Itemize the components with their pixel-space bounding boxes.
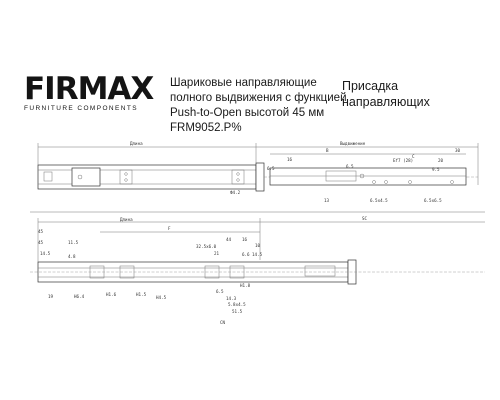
product-line-3: Push-to-Open высотой 45 мм — [170, 107, 325, 119]
dim-45b: 45 — [38, 229, 44, 234]
dim-44: 44 — [226, 237, 232, 242]
top-hole — [372, 180, 376, 184]
dim-s2: 51.5 — [232, 309, 243, 314]
dim-32-5x6: 32.5x6.0 — [196, 244, 217, 249]
dim-sc: SC — [362, 216, 368, 221]
top-bracket — [119, 169, 133, 185]
bottom-length-label: Длина — [120, 217, 133, 222]
top-hole — [77, 174, 83, 180]
top-length-label: Длина — [130, 141, 143, 146]
dim-4-8: 4.8 — [68, 254, 76, 259]
top-extension-label: Выдвижение — [340, 141, 366, 146]
dim-16: 16 — [287, 157, 293, 162]
dim-c: C — [412, 154, 415, 159]
top-hole — [236, 178, 240, 182]
product-description: Шариковые направляющие полного выдвижени… — [170, 76, 347, 136]
firmax-logo: FIRMAX FURNITURE COMPONENTS — [24, 71, 164, 113]
section-title: Присадка направляющих — [342, 78, 430, 110]
dim-6-5x4-5: 6.5x4.5 — [370, 198, 388, 203]
top-push-mechanism — [71, 167, 101, 187]
dim-19: 19 — [48, 294, 54, 299]
logo-tagline: FURNITURE COMPONENTS — [24, 105, 138, 112]
dim-ef: Ef7 (28) — [393, 158, 413, 163]
dim-14-5b: 14.5 — [252, 252, 263, 257]
dim-cn: CN — [220, 320, 226, 325]
dim-h2: H1.5 — [136, 292, 147, 297]
product-code: FRM9052.P% — [170, 122, 242, 134]
dim-f: F — [168, 226, 171, 231]
top-extension-slot — [325, 170, 357, 182]
dim-s1: 5.8x4.5 — [228, 302, 246, 307]
section-title-line-2: направляющих — [342, 95, 430, 109]
dim-16b: 16 — [242, 237, 248, 242]
dim-14-5: 14.5 — [40, 251, 51, 256]
product-line-1: Шариковые направляющие — [170, 77, 317, 89]
top-hole — [408, 180, 412, 184]
dim-h1: H1.6 — [106, 292, 117, 297]
logo-wordmark: FIRMAX — [24, 71, 154, 107]
section-title-line-1: Присадка — [342, 79, 399, 93]
top-extension-rail — [269, 167, 467, 186]
dim-14-3: 14.3 — [226, 296, 237, 301]
dim-4-2: Ф4.2 — [230, 190, 241, 195]
dim-6-5: 6.5 — [216, 289, 224, 294]
top-hole — [236, 172, 240, 176]
dim-6-5: 6.5 — [267, 166, 275, 171]
top-bracket-2 — [231, 169, 245, 185]
dim-b: B — [326, 148, 329, 153]
dim-h5: H1.8 — [240, 283, 251, 288]
top-rail-end-cap — [255, 162, 265, 192]
dim-20: 20 — [438, 158, 444, 163]
dim-6-5b: 6.5 — [346, 164, 354, 169]
dim-30: 30 — [455, 148, 461, 153]
dim-10: 10 — [255, 243, 261, 248]
bottom-slot — [304, 265, 336, 277]
dim-h4: H6.4 — [74, 294, 85, 299]
dim-6-6: 6.6 — [242, 252, 250, 257]
dim-13: 13 — [324, 198, 330, 203]
top-hole — [384, 180, 388, 184]
dim-6-5x6-5: 6.5x6.5 — [424, 198, 442, 203]
top-rail-body — [37, 164, 257, 190]
top-hole — [124, 178, 128, 182]
top-hole — [450, 180, 454, 184]
top-hole — [359, 173, 365, 179]
bottom-drawing: Длина F SC 32.5x6.0 44 16 21 6.6 10 14.5… — [30, 216, 485, 325]
dim-45: 45 — [38, 240, 44, 245]
dim-21: 21 — [214, 251, 220, 256]
dim-h3: H4.5 — [156, 295, 167, 300]
top-rail-slot — [43, 171, 53, 182]
dim-11-5: 11.5 — [68, 240, 79, 245]
product-line-2: полного выдвижения с функцией — [170, 92, 347, 104]
top-hole — [124, 172, 128, 176]
top-drawing: Длина Выдвижение B C 30 16 Ef7 (28) 20 6… — [37, 141, 479, 203]
dim-9-5: 9.5 — [432, 167, 440, 172]
